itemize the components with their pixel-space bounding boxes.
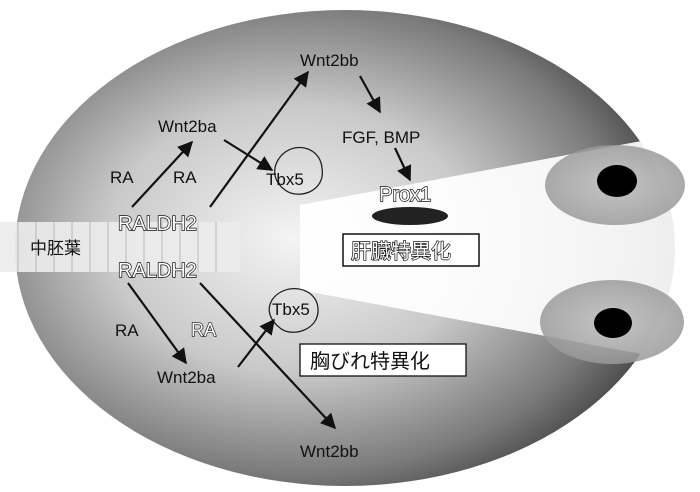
fgf-bmp-label: FGF, BMP: [342, 128, 420, 147]
wnt2ba-bottom-label: Wnt2ba: [157, 368, 216, 387]
liver-spec-label: 肝臓特異化: [351, 240, 451, 263]
mesoderm-label: 中胚葉: [30, 239, 81, 258]
fin-spec-label: 胸びれ特異化: [310, 350, 430, 373]
ra-top-right-label: RA: [173, 168, 197, 187]
ra-top-left-label: RA: [110, 168, 134, 187]
raldh2-bottom-label: RALDH2: [118, 260, 197, 282]
tbx5-top-label: Tbx5: [266, 170, 304, 189]
ra-bottom-right-label: RA: [191, 320, 216, 340]
eye-bottom: [594, 308, 632, 338]
wnt2ba-top-label: Wnt2ba: [158, 117, 217, 136]
tbx5-bottom-label: Tbx5: [272, 300, 310, 319]
prox1-label: Prox1: [379, 184, 431, 206]
eye-top: [597, 165, 637, 197]
prox1-domain: [372, 207, 448, 225]
wnt2bb-top-label: Wnt2bb: [300, 51, 359, 70]
raldh2-top-label: RALDH2: [118, 213, 197, 235]
wnt2bb-bottom-label: Wnt2bb: [300, 442, 359, 461]
ra-bottom-left-label: RA: [115, 321, 139, 340]
